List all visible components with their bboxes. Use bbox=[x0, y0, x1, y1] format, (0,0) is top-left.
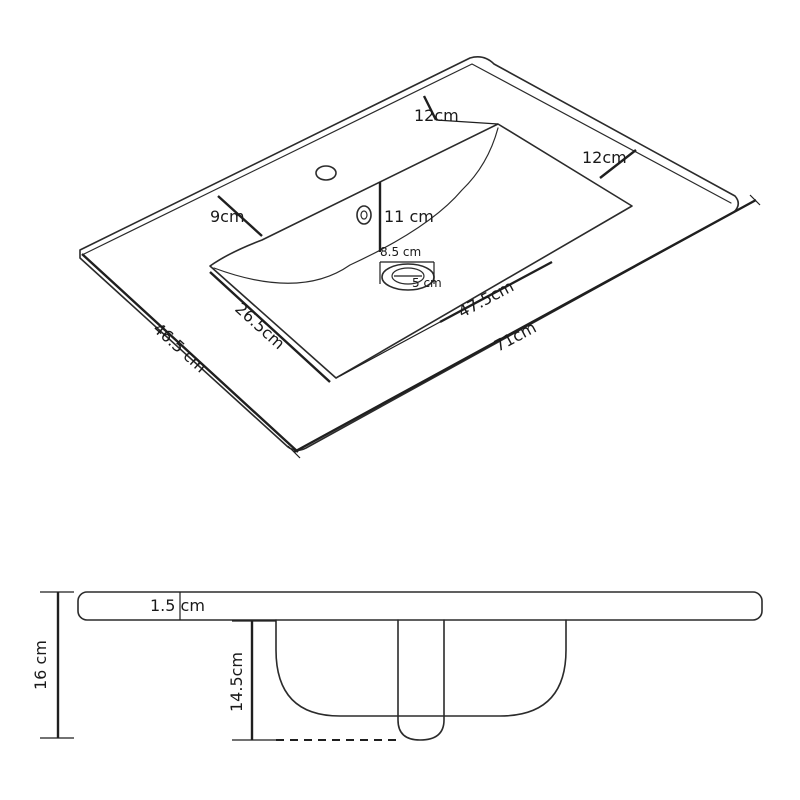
dim-left-rim bbox=[217, 195, 263, 237]
label-drain-outer: 8.5 cm bbox=[380, 245, 421, 259]
overflow-hole bbox=[356, 205, 372, 225]
dim-back-rim-line bbox=[435, 119, 499, 125]
dim-47-5cm bbox=[439, 260, 553, 324]
basin-inner-curve bbox=[213, 127, 499, 284]
dim-71cm bbox=[293, 198, 757, 454]
ext-71cm-b bbox=[749, 194, 761, 206]
basin-outline bbox=[209, 123, 633, 379]
label-11cm: 11 cm bbox=[384, 207, 434, 226]
countertop-edge-line bbox=[83, 63, 732, 255]
dim-back-rim bbox=[422, 95, 438, 121]
label-71cm: 71cm bbox=[491, 318, 539, 356]
side-view: 16 cm 14.5cm 1.5 cm bbox=[31, 591, 763, 741]
dim-47-5cm-extension bbox=[339, 321, 441, 377]
label-47-5cm: 47.5cm bbox=[455, 277, 517, 322]
top-view: 71cm 46.5 cm 47.5cm 26.5cm 12cm 12cm 9cm… bbox=[79, 56, 761, 459]
label-side-rim: 12cm bbox=[582, 148, 627, 167]
dim-side-rim bbox=[599, 149, 637, 179]
dim-26-5cm bbox=[209, 271, 331, 383]
label-14-5cm: 14.5cm bbox=[227, 652, 246, 712]
side-slab bbox=[77, 591, 763, 621]
tap-hole bbox=[315, 165, 337, 181]
label-46-5cm: 46.5 cm bbox=[149, 319, 210, 377]
dim-46-5cm bbox=[81, 253, 299, 453]
label-back-rim: 12cm bbox=[414, 106, 459, 125]
label-16cm: 16 cm bbox=[31, 640, 50, 690]
overflow-hole-inner bbox=[360, 210, 368, 220]
label-left-rim: 9cm bbox=[210, 207, 245, 226]
drain-inner bbox=[391, 267, 425, 285]
side-bowl bbox=[275, 619, 567, 717]
ext-71cm-a bbox=[287, 445, 301, 459]
label-1-5cm: 1.5 cm bbox=[150, 596, 205, 615]
label-26-5cm: 26.5cm bbox=[231, 299, 288, 353]
label-drain-inner: 5 cm bbox=[412, 276, 442, 290]
side-drain-pipe bbox=[397, 619, 445, 741]
